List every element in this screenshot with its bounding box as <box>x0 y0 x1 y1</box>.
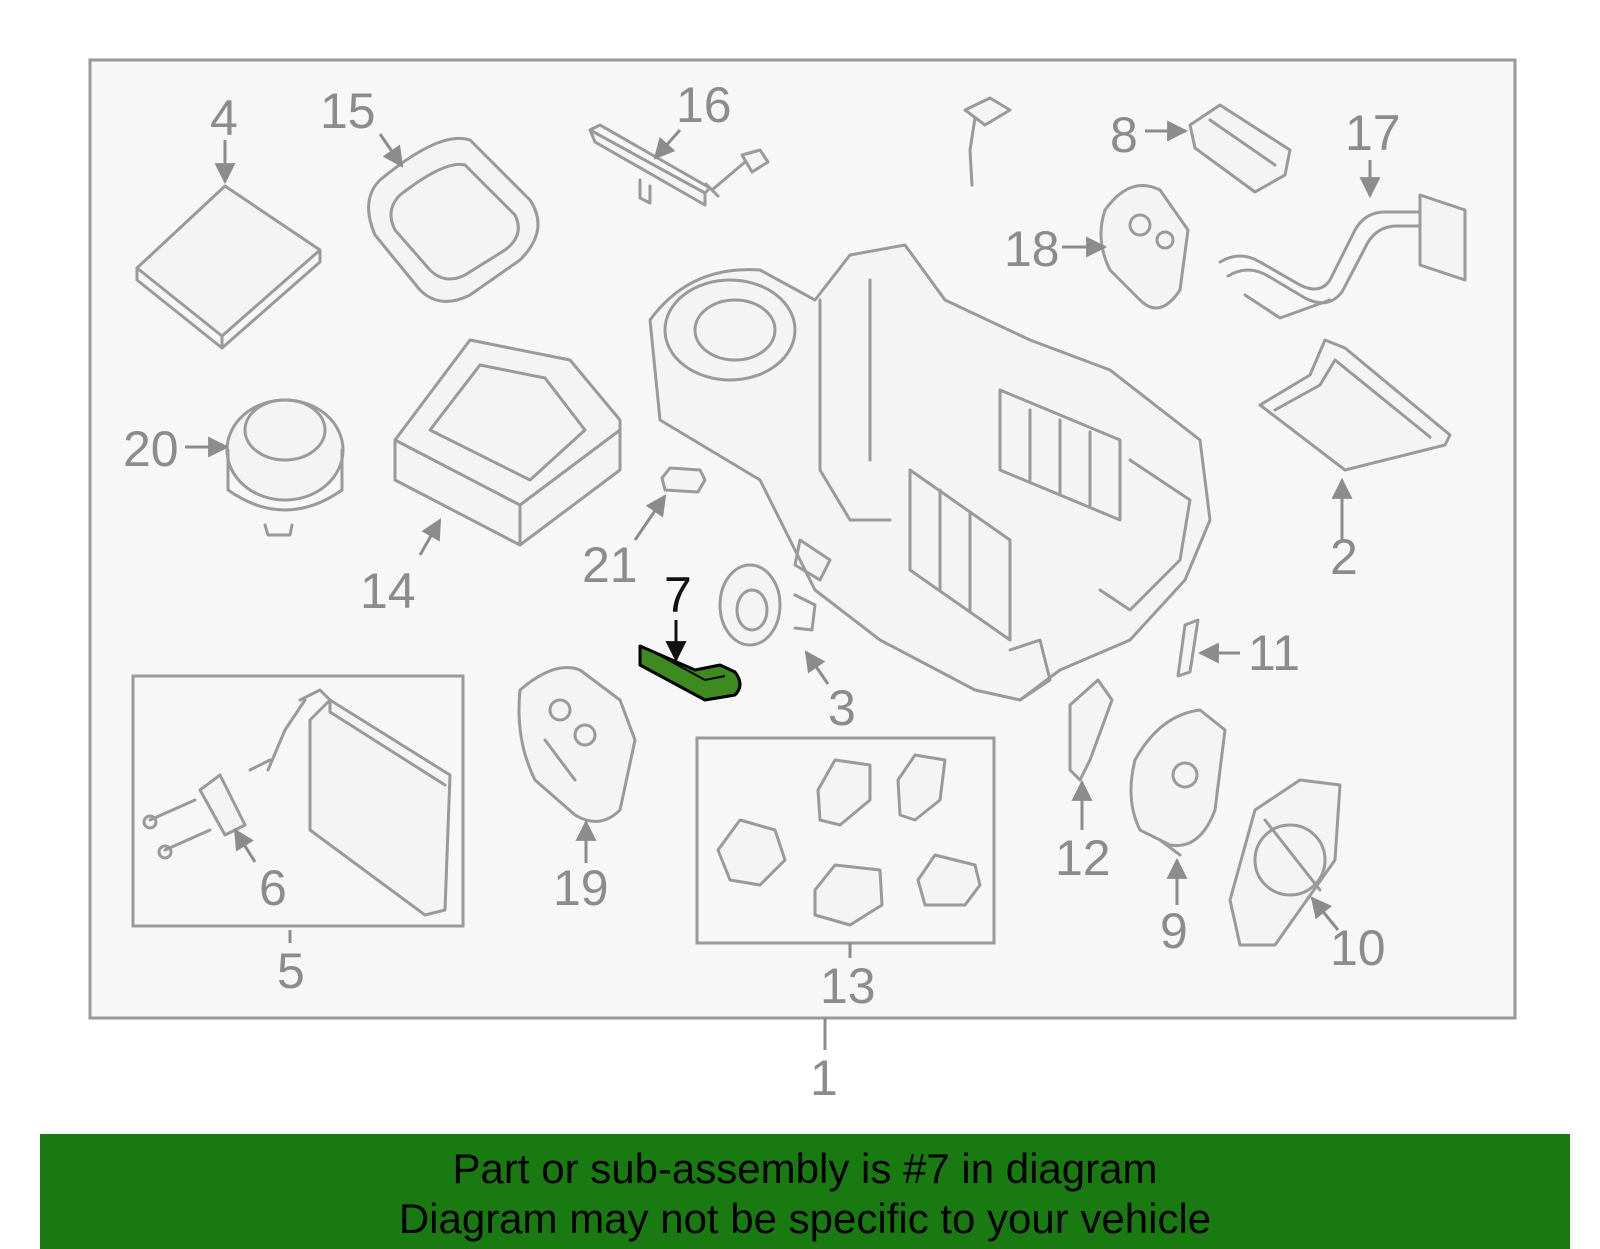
part-19-actuator <box>517 666 637 823</box>
callout-21: 21 <box>582 537 638 593</box>
callout-20: 20 <box>123 421 179 477</box>
part-17-pipes <box>1218 193 1467 320</box>
callout-15: 15 <box>320 83 376 139</box>
part-11-sensor <box>1176 618 1200 678</box>
hvac-case <box>648 243 1212 702</box>
callout-11: 11 <box>1248 625 1300 681</box>
part-3-motor <box>718 563 817 647</box>
part-7-duct <box>638 644 742 702</box>
callout-13: 13 <box>820 958 876 1014</box>
subassembly-5-box <box>131 674 465 928</box>
sensor-top <box>963 96 1012 187</box>
part-4-filter <box>135 184 322 350</box>
callout-6: 6 <box>259 860 287 916</box>
callout-9: 9 <box>1160 903 1188 959</box>
part-10-housing <box>1228 778 1342 947</box>
callout-16: 16 <box>676 77 732 133</box>
callout-17: 17 <box>1345 105 1401 161</box>
callout-5: 5 <box>277 943 305 999</box>
part-2-tray <box>1258 338 1452 472</box>
callout-12: 12 <box>1055 830 1111 886</box>
callout-3: 3 <box>828 680 856 736</box>
callout-10: 10 <box>1330 920 1386 976</box>
callout-4: 4 <box>210 90 238 146</box>
part-21-clip <box>660 466 707 494</box>
part-8-actuator <box>1188 103 1292 194</box>
part-12-bracket <box>1068 678 1114 782</box>
callout-18: 18 <box>1004 221 1060 277</box>
bolt <box>704 148 770 198</box>
part-14-housing <box>393 338 622 547</box>
part-15-seal <box>367 136 540 303</box>
callout-1: 1 <box>810 1050 838 1106</box>
callout-19: 19 <box>553 860 609 916</box>
part-9-actuator <box>1129 708 1227 857</box>
callout-2: 2 <box>1330 529 1358 585</box>
callout-14: 14 <box>360 563 416 619</box>
banner-line-1: Part or sub-assembly is #7 in diagram <box>452 1145 1158 1192</box>
banner-line-2: Diagram may not be specific to your vehi… <box>398 1195 1212 1242</box>
callout-7: 7 <box>664 567 692 623</box>
subassembly-13-box <box>695 736 996 945</box>
callout-8: 8 <box>1110 107 1138 163</box>
info-banner: Part or sub-assembly is #7 in diagram Di… <box>40 1134 1570 1249</box>
